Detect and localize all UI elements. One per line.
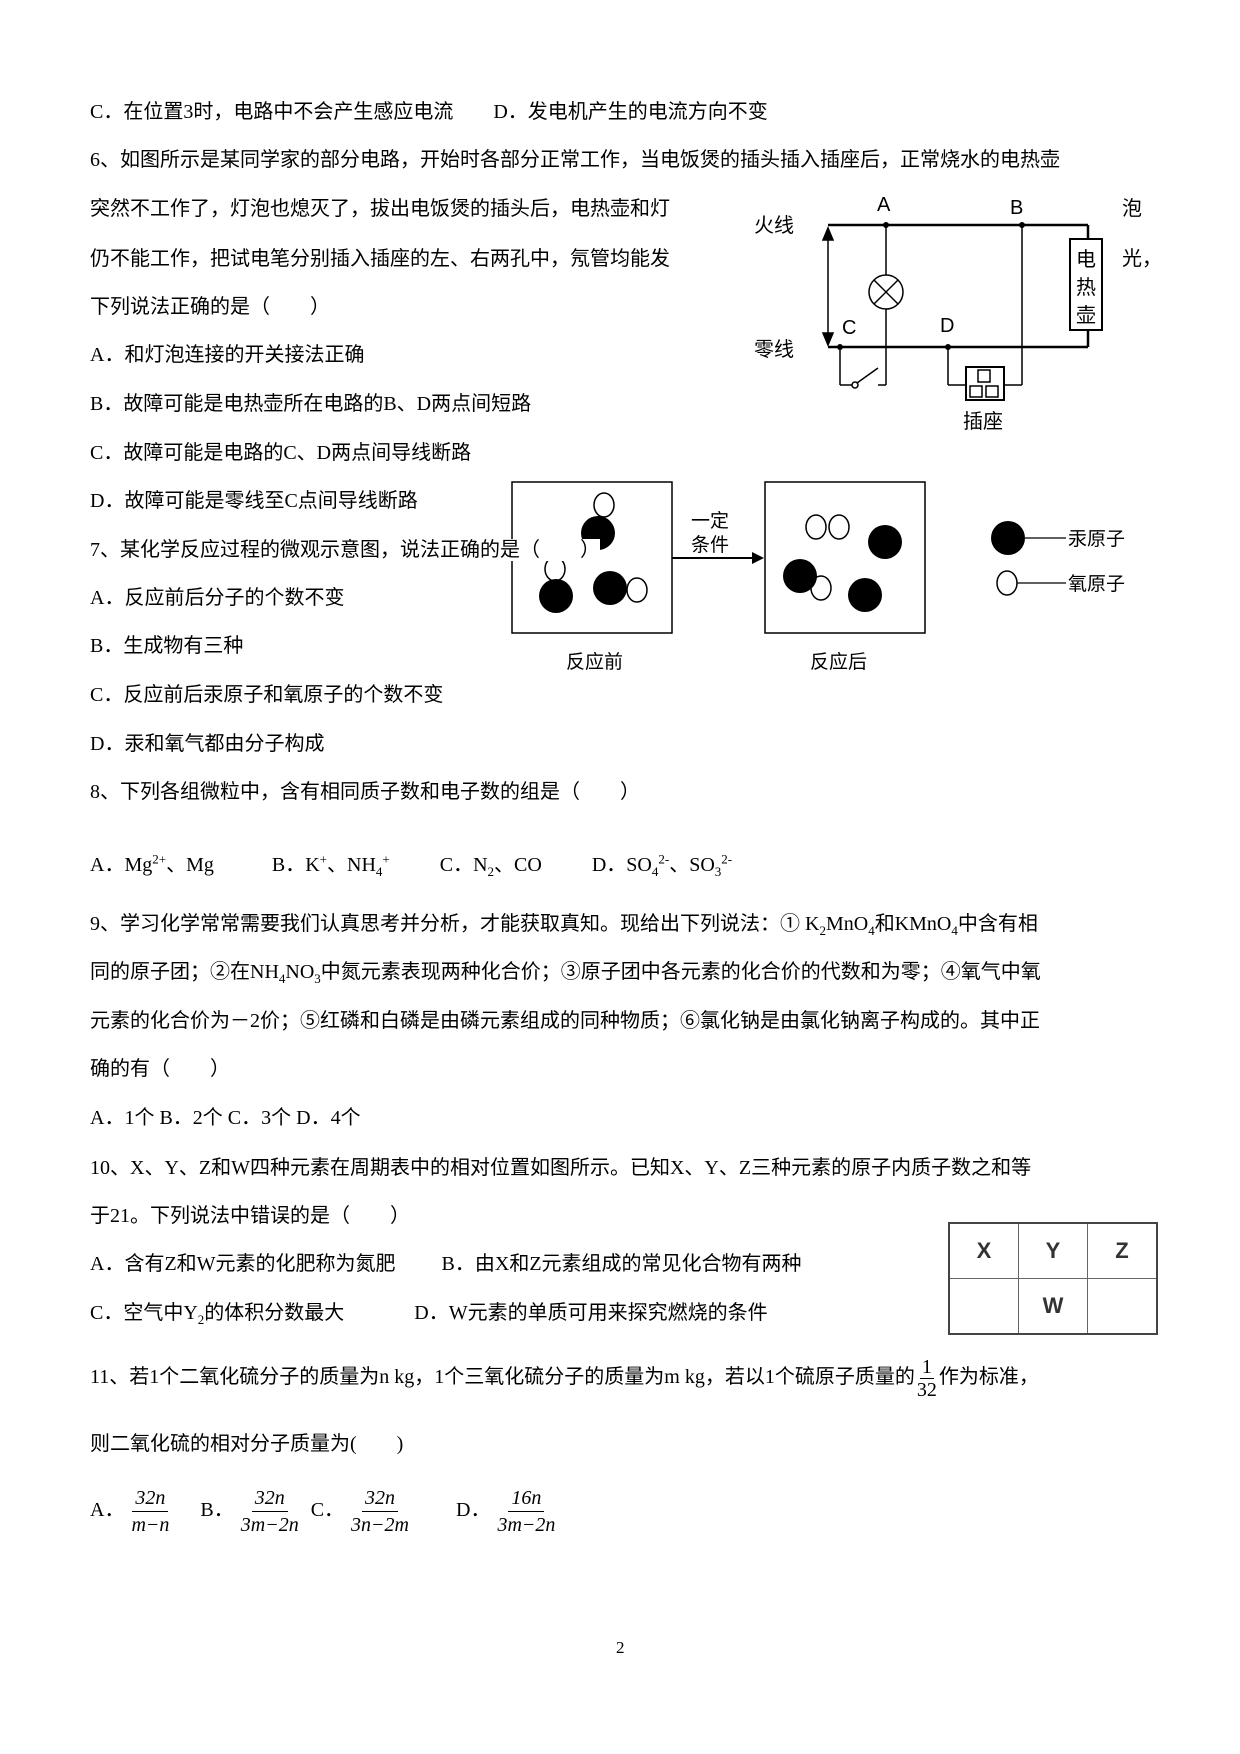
q5-option-d: D．发电机产生的电流方向不变 bbox=[493, 101, 768, 123]
q10-option-d: D．W元素的单质可用来探究燃烧的条件 bbox=[414, 1302, 768, 1324]
arrow-icon bbox=[752, 552, 764, 564]
q10-option-b: B．由X和Z元素组成的常见化合物有两种 bbox=[441, 1253, 802, 1275]
q8-options: A．Mg2+、Mg B．K+、NH4+ C．N2、CO D．SO42-、SO32… bbox=[90, 846, 732, 885]
reaction-diagram: 一定 条件 反应前 反应后 汞原子 氧原子 bbox=[511, 481, 1125, 673]
cell-y: Y bbox=[1018, 1222, 1088, 1279]
q8-option-d: D．SO42-、SO32- bbox=[591, 851, 733, 879]
neutral-wire-label: 零线 bbox=[754, 338, 794, 361]
switch-icon bbox=[856, 367, 879, 384]
q8-option-b: B．K+、NH4+ bbox=[271, 851, 390, 879]
cell-empty bbox=[948, 1278, 1019, 1335]
cell-w: W bbox=[1018, 1278, 1088, 1335]
page-number: 2 bbox=[616, 1638, 625, 1657]
q6-stem-2-end: 泡 bbox=[1122, 198, 1142, 220]
q9-stem-2: 同的原子团；②在NH4NO3中氮元素表现两种化合价；③原子团中各元素的化合价的代… bbox=[90, 961, 1041, 986]
q6-stem-1: 6、如图所示是某同学家的部分电路，开始时各部分正常工作，当电饭煲的插头插入插座后… bbox=[90, 149, 1060, 171]
kettle-label: 壶 bbox=[1076, 304, 1096, 327]
q8-option-a: A．Mg2+、Mg bbox=[90, 851, 214, 876]
q6-stem-3: 仍不能工作，把试电笔分别插入插座的左、右两孔中，氖管均能发 bbox=[90, 248, 670, 270]
q6-option-b: B．故障可能是电热壶所在电路的B、D两点间短路 bbox=[90, 393, 532, 415]
q10-option-a: A．含有Z和W元素的化肥称为氮肥 bbox=[90, 1253, 396, 1275]
live-wire-label: 火线 bbox=[754, 214, 794, 237]
q10-stem-2: 于21。下列说法中错误的是（ ） bbox=[90, 1205, 410, 1227]
q9-stem-3: 元素的化合价为－2价；⑤红磷和白磷是由磷元素组成的同种物质；⑥氯化钠是由氯化钠离… bbox=[90, 1010, 1040, 1032]
q11-stem-1: 11、若1个二氧化硫分子的质量为n kg，1个三氧化硫分子的质量为m kg，若以… bbox=[90, 1355, 1039, 1401]
after-label: 反应后 bbox=[810, 651, 867, 673]
mercury-atom-icon bbox=[991, 521, 1025, 555]
kettle-label: 热 bbox=[1076, 276, 1096, 299]
q8-stem: 8、下列各组微粒中，含有相同质子数和电子数的组是（ ） bbox=[90, 781, 640, 803]
socket-label: 插座 bbox=[963, 410, 1003, 433]
kettle-label: 电 bbox=[1076, 248, 1096, 271]
q7-option-c: C．反应前后汞原子和氧原子的个数不变 bbox=[90, 684, 444, 706]
q6-option-a: A．和灯泡连接的开关接法正确 bbox=[90, 344, 365, 366]
q6-option-c: C．故障可能是电路的C、D两点间导线断路 bbox=[90, 442, 472, 464]
q8-option-c: C．N2、CO bbox=[439, 853, 542, 879]
q10-option-c: C．空气中Y2的体积分数最大 bbox=[90, 1302, 345, 1327]
q7-option-d: D．汞和氧气都由分子构成 bbox=[90, 733, 325, 755]
q6-stem-3-end: 光， bbox=[1122, 248, 1162, 270]
q5-options: C．在位置3时，电路中不会产生感应电流 D．发电机产生的电流方向不变 bbox=[90, 99, 768, 125]
point-c-label: C bbox=[842, 317, 856, 339]
cell-z: Z bbox=[1087, 1222, 1158, 1279]
q11-stem-2: 则二氧化硫的相对分子质量为( ) bbox=[90, 1433, 404, 1455]
after-box bbox=[764, 481, 926, 634]
cell-x: X bbox=[948, 1222, 1019, 1279]
kettle-box bbox=[1069, 238, 1103, 331]
q9-stem-1: 9、学习化学常常需要我们认真思考并分析，才能获取真知。现给出下列说法：① K2M… bbox=[90, 913, 1038, 938]
q7-stem-text: 7、某化学反应过程的微观示意图，说法正确的是（ ） bbox=[90, 539, 600, 561]
q6-option-d: D．故障可能是零线至C点间导线断路 bbox=[90, 490, 418, 512]
q7-option-b: B．生成物有三种 bbox=[90, 635, 244, 657]
q5-option-c: C．在位置3时，电路中不会产生感应电流 bbox=[90, 101, 454, 123]
oxygen-atom-icon bbox=[996, 570, 1018, 596]
q7-option-a: A．反应前后分子的个数不变 bbox=[90, 587, 345, 609]
circuit-diagram: 火线 零线 A B C D 电 热 壶 插座 bbox=[754, 194, 1103, 433]
point-b-label: B bbox=[1010, 197, 1023, 219]
cell-empty bbox=[1087, 1278, 1158, 1335]
point-d-label: D bbox=[940, 315, 954, 337]
point-a-label: A bbox=[877, 194, 891, 216]
q10-options-cd: C．空气中Y2的体积分数最大 D．W元素的单质可用来探究燃烧的条件 bbox=[90, 1300, 768, 1333]
q9-options: A．1个 B．2个 C．3个 D．4个 bbox=[90, 1107, 361, 1129]
condition-label: 一定 bbox=[691, 510, 729, 532]
legend-mercury: 汞原子 bbox=[1068, 529, 1125, 550]
q7-stem: 7、某化学反应过程的微观示意图，说法正确的是（ ） bbox=[90, 537, 600, 563]
q10-options-ab: A．含有Z和W元素的化肥称为氮肥 B．由X和Z元素组成的常见化合物有两种 bbox=[90, 1251, 802, 1277]
q6-stem-2: 突然不工作了，灯泡也熄灭了，拔出电饭煲的插头后，电热壶和灯 bbox=[90, 198, 670, 220]
before-label: 反应前 bbox=[566, 651, 623, 673]
legend-oxygen: 氧原子 bbox=[1068, 573, 1125, 595]
socket-icon bbox=[965, 366, 1005, 401]
q6-stem-4: 下列说法正确的是（ ） bbox=[90, 296, 330, 318]
q9-stem-4: 确的有（ ） bbox=[90, 1058, 230, 1080]
condition-label: 条件 bbox=[691, 534, 729, 556]
q10-stem-1: 10、X、Y、Z和W四种元素在周期表中的相对位置如图所示。已知X、Y、Z三种元素… bbox=[90, 1157, 1032, 1179]
